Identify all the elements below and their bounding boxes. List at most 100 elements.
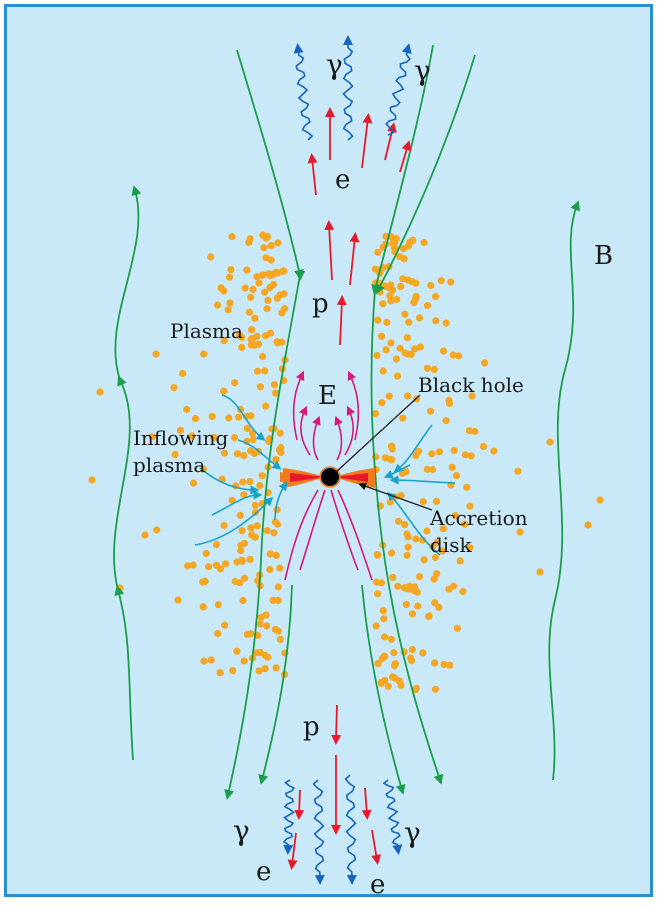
plasma-dot [229, 667, 237, 675]
gamma-ray-wave [385, 43, 412, 136]
plasma-dot [220, 521, 228, 530]
plasma-dot [274, 583, 282, 591]
plasma-dot [437, 277, 445, 285]
plasma-dot [439, 525, 447, 533]
plasma-dot [455, 352, 463, 360]
gamma-ray-wave [312, 779, 325, 885]
plasma-dot [401, 521, 409, 529]
plasma-dot [410, 583, 419, 591]
plasma-dot [372, 622, 380, 630]
plasma-dot [235, 331, 243, 339]
plasma-dot [257, 613, 265, 621]
plasma-dot [403, 585, 411, 593]
inflowing-plasma-label-1: Inflowing [133, 426, 229, 450]
plasma-dot [205, 563, 213, 571]
plasma-dot [255, 279, 263, 287]
plasma-dot [380, 615, 388, 623]
plasma-dot [432, 317, 440, 325]
plasma-dot [276, 429, 284, 437]
plasma-dot [274, 239, 282, 247]
plasma-dot [220, 449, 229, 457]
plasma-dot [253, 273, 261, 281]
plasma-dot [266, 283, 274, 291]
plasma-dots [88, 231, 604, 694]
plasma-dot [277, 443, 285, 452]
plasma-dot [238, 557, 246, 565]
plasma-dot [490, 447, 498, 455]
plasma-dot [263, 305, 271, 313]
plasma-dot [212, 541, 220, 549]
plasma-dot [266, 272, 274, 280]
plasma-dot [374, 316, 382, 324]
plasma-dot [276, 564, 284, 572]
plasma-dot [400, 245, 408, 253]
accretion-disk-label-2: disk [430, 533, 472, 557]
plasma-dot [386, 292, 394, 300]
plasma-dot [261, 288, 269, 296]
plasma-dot [188, 432, 196, 440]
plasma-dot [191, 414, 200, 423]
plasma-dot [400, 255, 408, 263]
plasma-dot [415, 573, 424, 581]
plasma-dot [446, 661, 454, 669]
plasma-dot [373, 551, 381, 559]
plasma-dot [231, 577, 239, 586]
plasma-dot [432, 497, 441, 505]
plasma-dot [240, 657, 248, 665]
plasma-dot [381, 633, 389, 641]
gamma-label-top-right: γ [414, 54, 431, 87]
inflow-arrows [194, 394, 456, 556]
plasma-dot [546, 438, 554, 446]
plasma-dot [419, 498, 427, 506]
plasma-dot [449, 351, 457, 359]
plasma-dot [459, 587, 467, 596]
plasma-dot [236, 511, 244, 519]
plasma-dot [423, 527, 431, 535]
plasma-dot [243, 630, 251, 639]
plasma-dot [461, 520, 469, 528]
plasma-dot [465, 427, 473, 435]
field-line-right-top-out [375, 54, 476, 295]
plasma-dot [388, 445, 396, 453]
plasma-dot [425, 612, 433, 621]
plasma-dot [189, 479, 198, 487]
gamma-rays [282, 35, 412, 885]
plasma-dot [221, 621, 229, 629]
field-line-left-upper [236, 49, 304, 280]
plasma-dot [224, 306, 232, 314]
plasma-dot [382, 346, 390, 354]
plasma-dot [451, 511, 459, 520]
plasma-dot [263, 622, 271, 630]
plasma-dot [141, 531, 149, 539]
plasma-dot [264, 653, 272, 661]
plasma-dot [238, 527, 246, 535]
field-line-outer-left [113, 185, 142, 761]
plasma-dot [378, 332, 386, 340]
field-line-right-upper [371, 44, 434, 295]
plasma-dot [394, 372, 402, 380]
plasma-dot [189, 561, 197, 569]
plasma-dot [259, 271, 267, 279]
plasma-dot [235, 413, 243, 421]
plasma-dot [373, 351, 381, 360]
plasma-dot [408, 657, 416, 665]
plasma-dot [272, 389, 280, 397]
plasma-dot [388, 456, 396, 464]
plasma-dot [174, 596, 182, 604]
plasma-dot [374, 248, 382, 256]
plasma-dot [389, 239, 397, 247]
plasma-dot [255, 340, 263, 348]
electric-field-lines [284, 370, 373, 581]
plasma-dot [596, 496, 604, 504]
plasma-dot [439, 347, 448, 355]
plasma-dot [263, 527, 271, 535]
plasma-dot [253, 649, 261, 657]
plasma-dot [208, 412, 216, 420]
magnetic-field-label: B [594, 241, 613, 271]
plasma-dot [262, 332, 270, 340]
plasma-dot [393, 295, 401, 304]
plasma-dot [433, 570, 441, 578]
plasma-dot [230, 434, 239, 442]
plasma-dot [413, 588, 421, 596]
plasma-dot [251, 533, 259, 541]
